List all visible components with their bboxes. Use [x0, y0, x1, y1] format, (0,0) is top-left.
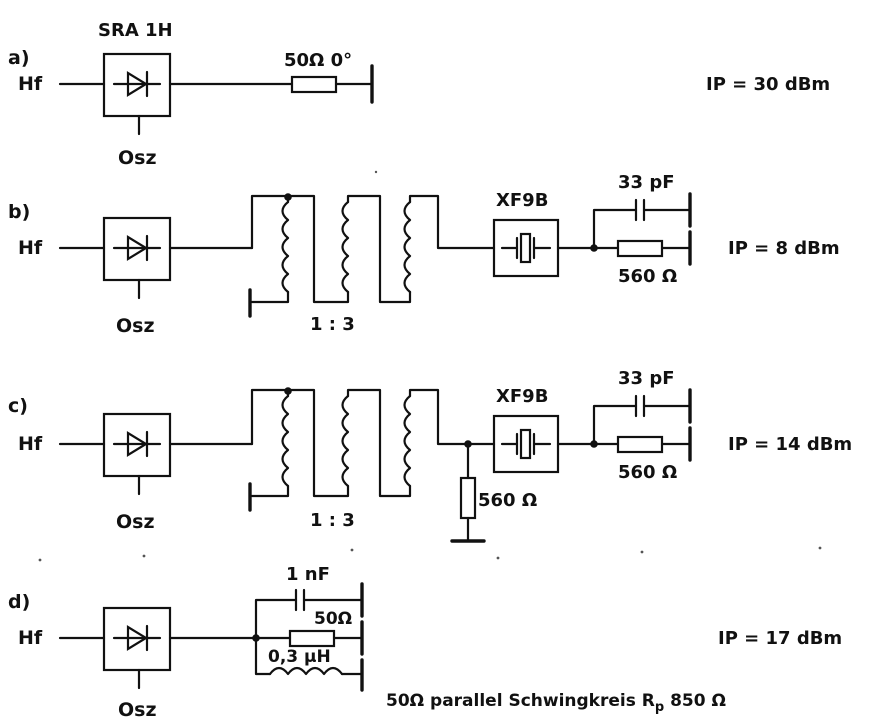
circuit-d: d) Hf Osz 1 nF 50Ω 0,3 μH [8, 564, 842, 720]
circuit-b-label: b) [8, 201, 30, 223]
circuit-b-res-label: 560 Ω [618, 266, 677, 287]
circuit-a-osc-label: Osz [118, 147, 157, 169]
circuit-c-input-label: Hf [18, 433, 43, 455]
circuit-d-ind-label: 0,3 μH [268, 647, 331, 667]
circuit-a-label: a) [8, 47, 30, 69]
circuit-c-transformer-icon [248, 387, 496, 512]
circuit-a-term-label: 50Ω 0° [284, 50, 352, 71]
circuit-d-osc-label: Osz [118, 699, 157, 720]
circuit-c-capacitor-icon [634, 394, 692, 418]
scan-specks [38, 170, 822, 562]
circuit-c-shunt-resistor [459, 476, 477, 520]
circuit-b-ip: IP = 8 dBm [728, 238, 840, 259]
circuit-a-input-label: Hf [18, 73, 43, 95]
circuit-c-label: c) [8, 395, 28, 417]
circuit-b-input-label: Hf [18, 237, 43, 259]
circuit-c-diode-icon [112, 430, 162, 458]
circuit-c-shunt-res-label: 560 Ω [478, 490, 537, 511]
circuit-c-osc-label: Osz [116, 511, 155, 533]
circuit-a-diode-icon [112, 70, 162, 98]
circuit-b-osc-label: Osz [116, 315, 155, 337]
circuit-c-resistor [616, 435, 664, 454]
circuit-c-ip: IP = 14 dBm [728, 434, 852, 455]
circuit-d-input-label: Hf [18, 627, 43, 649]
circuit-c-res-label: 560 Ω [618, 462, 677, 483]
circuit-c: c) Hf Osz 1 : 3 560 Ω [8, 368, 852, 543]
circuit-a-ip: IP = 30 dBm [706, 74, 830, 95]
circuit-d-note: 50Ω parallel Schwingkreis Rp 850 Ω [386, 691, 726, 715]
circuit-c-cap-label: 33 pF [618, 368, 675, 389]
circuit-b: b) Hf Osz 1 : 3 XF9B [8, 172, 840, 337]
circuit-d-resistor [288, 629, 336, 648]
circuit-d-inductor-icon [268, 666, 344, 676]
circuit-d-label: d) [8, 591, 30, 613]
circuit-b-capacitor-icon [634, 198, 692, 222]
circuit-a-mixer-name: SRA 1H [98, 20, 173, 41]
circuit-c-crystal-icon [500, 428, 552, 460]
circuit-b-transformer-icon [248, 193, 496, 318]
circuit-b-filter-name: XF9B [496, 190, 548, 211]
circuit-d-diode-icon [112, 624, 162, 652]
circuit-b-cap-label: 33 pF [618, 172, 675, 193]
circuit-b-crystal-icon [500, 232, 552, 264]
circuit-d-res-label: 50Ω [314, 609, 352, 629]
circuit-a-resistor [290, 75, 338, 94]
circuit-c-filter-name: XF9B [496, 386, 548, 407]
circuit-d-capacitor-icon [294, 588, 364, 612]
circuit-d-cap-label: 1 nF [286, 564, 330, 585]
circuit-d-ip: IP = 17 dBm [718, 628, 842, 649]
circuit-c-ratio: 1 : 3 [310, 510, 355, 531]
circuit-b-resistor [616, 239, 664, 258]
circuit-b-ratio: 1 : 3 [310, 314, 355, 335]
circuit-a: a) Hf SRA 1H Osz 50Ω 0° IP = 30 dBm [8, 20, 830, 169]
circuit-b-diode-icon [112, 234, 162, 262]
